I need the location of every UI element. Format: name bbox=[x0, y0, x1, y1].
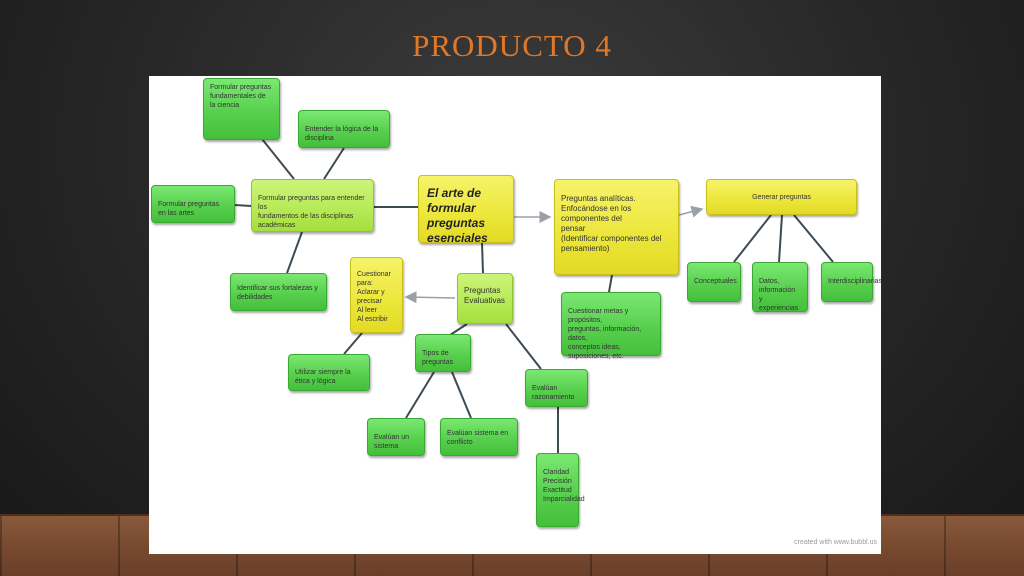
node-evaluan-conflicto[interactable]: Evalúan sistema en conflicto bbox=[440, 418, 518, 456]
node-conceptuales[interactable]: Conceptuales bbox=[687, 262, 741, 302]
mind-map-canvas: Formular preguntas fundamentales de la c… bbox=[149, 76, 882, 554]
link-generar-datos bbox=[778, 214, 783, 263]
link-cuestionar-etica bbox=[343, 332, 363, 355]
node-interdisciplinarias[interactable]: Interdisciplinarias bbox=[821, 262, 882, 302]
node-generar-preguntas[interactable]: Generar preguntas bbox=[706, 179, 857, 215]
link-fundamentos-fortalezas bbox=[286, 231, 303, 274]
node-fundamentos[interactable]: Formular preguntas para entender los fun… bbox=[251, 179, 374, 232]
node-datos-informacion[interactable]: Datos, información y experiencias bbox=[752, 262, 808, 312]
node-artes[interactable]: Formular preguntas en las artes bbox=[151, 185, 235, 223]
link-fundamentos-ciencia bbox=[261, 138, 295, 180]
node-logica[interactable]: Entender la lógica de la disciplina bbox=[298, 110, 390, 148]
link-fundamentos-logica bbox=[323, 147, 345, 180]
node-central-topic[interactable]: El arte de formular preguntas esenciales bbox=[418, 175, 514, 245]
node-etica[interactable]: Utilizar siempre la ética y lógica bbox=[288, 354, 370, 391]
link-fundamentos-artes bbox=[234, 204, 252, 207]
link-tipos-conflicto bbox=[451, 371, 472, 419]
node-preguntas-evaluativas[interactable]: Preguntas Evaluativas bbox=[457, 273, 513, 324]
node-evaluan-razonamiento[interactable]: Evalúan razonamiento bbox=[525, 369, 588, 407]
link-analiticas-metas bbox=[608, 274, 613, 293]
arrow-evaluativas-cuestionar bbox=[404, 291, 456, 304]
node-evaluan-sistema[interactable]: Evalúan un sistema bbox=[367, 418, 425, 456]
node-preguntas-analiticas[interactable]: Preguntas analíticas. Enfocándose en los… bbox=[554, 179, 679, 275]
node-tipos-preguntas[interactable]: Tipos de preguntas bbox=[415, 334, 471, 372]
link-evaluativas-razonamiento bbox=[505, 323, 542, 370]
link-center-evaluativas bbox=[481, 242, 484, 274]
link-generar-interdisciplinarias bbox=[793, 214, 834, 263]
connector-lines bbox=[234, 138, 834, 453]
node-ciencia[interactable]: Formular preguntas fundamentales de la c… bbox=[203, 78, 280, 140]
link-tipos-sistema bbox=[405, 371, 435, 419]
node-cuestionar[interactable]: Cuestionar para: Aclarar y precisar Al l… bbox=[350, 257, 403, 333]
node-claridad[interactable]: Claridad Precisión Exactitud Imparcialid… bbox=[536, 453, 585, 527]
node-cuestionar-metas[interactable]: Cuestionar metas y propósitos, preguntas… bbox=[561, 292, 661, 360]
slide-title: PRODUCTO 4 bbox=[412, 28, 612, 63]
watermark-text: created with www.bubbl.us bbox=[794, 539, 877, 546]
node-fortalezas[interactable]: Identificar sus fortalezas y debilidades bbox=[230, 273, 327, 311]
arrow-analiticas-generar bbox=[678, 205, 704, 218]
link-generar-conceptuales bbox=[733, 214, 772, 263]
